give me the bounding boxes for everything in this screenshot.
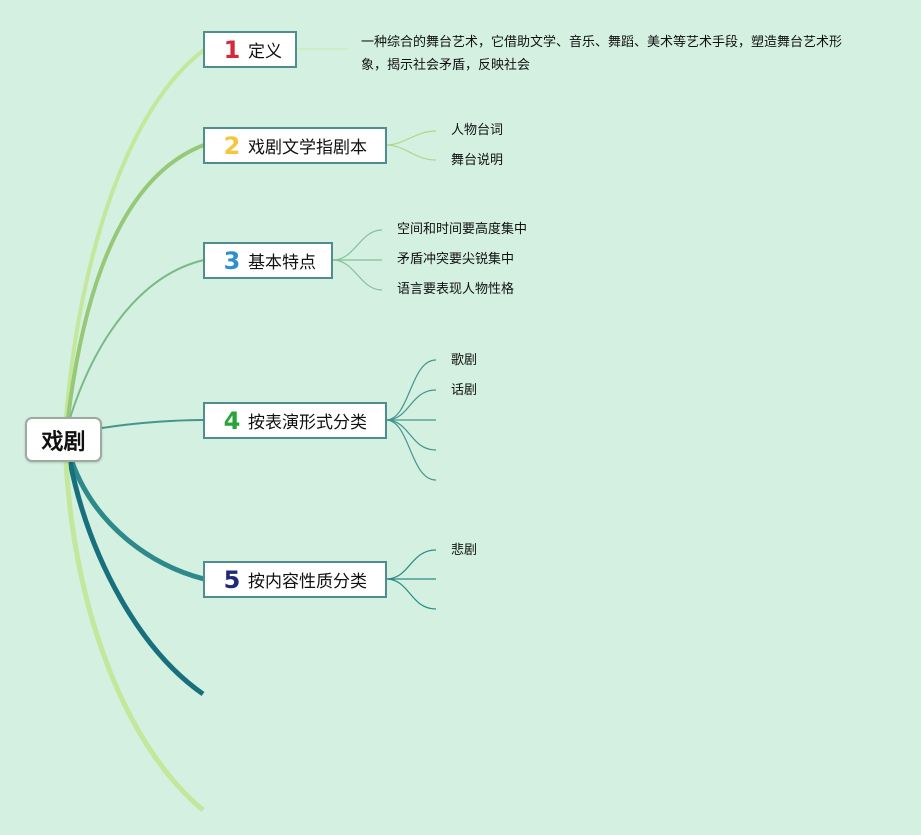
connector-script-leaf-2: [385, 144, 437, 161]
topic-number-4: 4: [223, 406, 241, 435]
topic-label: 按内容性质分类: [248, 572, 367, 592]
leaf-feature-language[interactable]: 语言要表现人物性格: [397, 282, 515, 297]
connector-performance-leaf-2: [385, 389, 437, 421]
topic-number-1: 1: [223, 35, 241, 64]
connector-performance-leaf-5: [385, 419, 437, 481]
connector-root-performance: [101, 419, 205, 429]
topic-number-2: 2: [223, 131, 241, 160]
root-node[interactable]: 戏剧: [25, 417, 102, 462]
topic-label: 定义: [248, 42, 282, 62]
topic-number-3: 3: [223, 246, 241, 275]
definition-text[interactable]: 一种综合的舞台艺术，它借助文学、音乐、舞蹈、美术等艺术手段，塑造舞台艺术形象，揭…: [361, 35, 843, 73]
connector-root-definition: [64, 48, 206, 419]
topic-number-5: 5: [223, 565, 241, 594]
connector-performance-leaf-4: [385, 419, 437, 451]
leaf-drama[interactable]: 话剧: [451, 383, 478, 398]
connector-features-leaf-1: [332, 229, 383, 261]
connector-content-leaf-3: [385, 578, 437, 610]
connector-root-empty-branch-1: [67, 461, 205, 697]
leaf-stage-directions[interactable]: 舞台说明: [451, 153, 504, 168]
leaf-character-lines[interactable]: 人物台词: [451, 123, 504, 138]
leaf-feature-space-time[interactable]: 空间和时间要高度集中: [397, 222, 528, 237]
connector-root-script: [66, 143, 205, 419]
topic-label: 基本特点: [248, 253, 316, 273]
leaf-feature-conflict[interactable]: 矛盾冲突要尖锐集中: [397, 252, 515, 267]
connector-features-leaf-3: [332, 259, 383, 291]
topic-definition[interactable]: 1 定义: [203, 31, 297, 68]
topic-performance-form[interactable]: 4 按表演形式分类: [203, 402, 387, 439]
topic-label: 按表演形式分类: [248, 413, 367, 433]
root-label: 戏剧: [41, 429, 86, 455]
connector-root-content: [69, 461, 205, 582]
topic-label: 戏剧文学指剧本: [248, 138, 367, 158]
leaf-tragedy[interactable]: 悲剧: [451, 543, 478, 558]
topic-features[interactable]: 3 基本特点: [203, 242, 333, 279]
topic-script[interactable]: 2 戏剧文学指剧本: [203, 127, 387, 164]
leaf-opera[interactable]: 歌剧: [451, 353, 478, 368]
topic-content-nature[interactable]: 5 按内容性质分类: [203, 561, 387, 598]
connector-performance-leaf-1: [385, 359, 437, 421]
connector-content-leaf-1: [385, 549, 437, 580]
connector-root-features: [69, 259, 205, 419]
connector-script-leaf-1: [385, 130, 437, 146]
connector-root-empty-branch-2: [63, 461, 205, 812]
